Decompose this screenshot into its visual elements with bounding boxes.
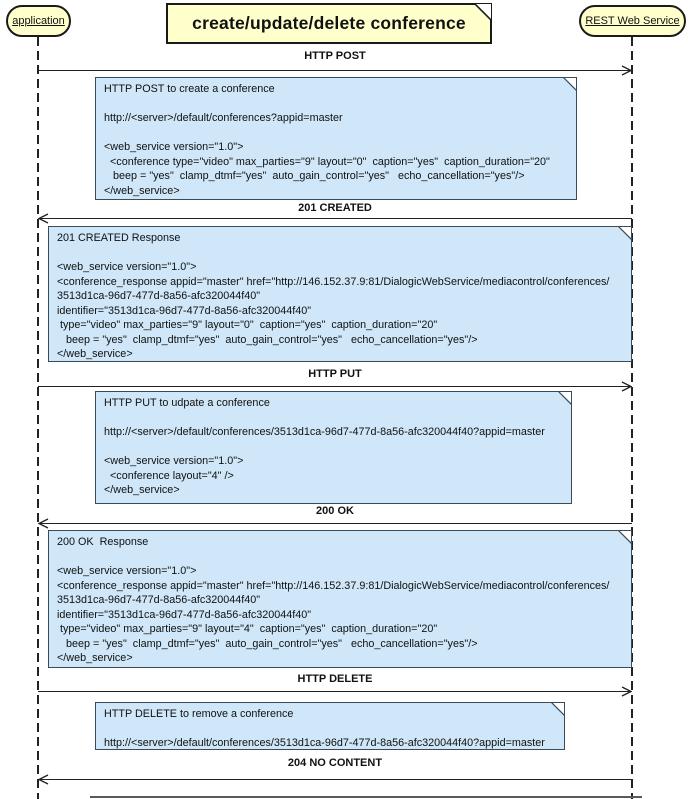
note-http-delete-text: HTTP DELETE to remove a conference http:… <box>104 708 545 749</box>
actor-application: application <box>6 5 71 37</box>
message-arrow-200-ok <box>40 523 632 525</box>
arrowhead-right-icon <box>621 381 632 392</box>
message-arrow-http-put <box>38 386 630 388</box>
message-label-200-ok: 200 OK <box>316 505 354 517</box>
lifeline-rest-web-service <box>631 37 633 799</box>
note-fold-icon <box>618 531 631 544</box>
message-arrow-http-post <box>38 70 630 72</box>
note-fold-icon <box>563 78 576 91</box>
arrowhead-left-icon <box>38 774 49 785</box>
note-http-post-text: HTTP POST to create a conference http://… <box>104 83 550 197</box>
note-http-delete: HTTP DELETE to remove a conference http:… <box>95 702 565 750</box>
diagram-title-note: create/update/delete conference <box>166 3 492 44</box>
lifeline-application <box>37 37 39 799</box>
arrowhead-right-icon <box>621 65 632 76</box>
arrowhead-left-icon <box>38 213 49 224</box>
arrowhead-right-icon <box>621 686 632 697</box>
arrowhead-left-icon <box>38 518 49 529</box>
note-fold-icon <box>618 227 631 240</box>
note-201-created-response: 201 CREATED Response <web_service versio… <box>48 226 632 362</box>
cutoff-line <box>90 796 642 798</box>
note-http-put: HTTP PUT to udpate a conference http://<… <box>95 391 572 504</box>
message-label-http-put: HTTP PUT <box>308 368 362 380</box>
message-label-http-post: HTTP POST <box>304 50 366 62</box>
actor-application-label: application <box>12 15 65 27</box>
message-arrow-204-no-content <box>40 779 632 781</box>
actor-rest-web-service-label: REST Web Service <box>585 15 680 27</box>
note-http-post: HTTP POST to create a conference http://… <box>95 77 577 200</box>
message-arrow-http-delete <box>38 691 630 693</box>
message-label-http-delete: HTTP DELETE <box>297 673 373 685</box>
actor-rest-web-service: REST Web Service <box>579 5 686 37</box>
message-label-204-no-content: 204 NO CONTENT <box>287 757 383 769</box>
note-fold-icon <box>558 392 571 405</box>
message-arrow-201-created <box>40 218 632 220</box>
diagram-title: create/update/delete conference <box>192 13 466 33</box>
note-200-ok-response-text: 200 OK Response <web_service version="1.… <box>57 536 610 664</box>
note-fold-icon <box>475 4 491 20</box>
note-200-ok-response: 200 OK Response <web_service version="1.… <box>48 530 632 668</box>
note-http-put-text: HTTP PUT to udpate a conference http://<… <box>104 397 545 496</box>
note-201-created-response-text: 201 CREATED Response <web_service versio… <box>57 232 610 360</box>
message-label-201-created: 201 CREATED <box>298 202 372 214</box>
note-fold-icon <box>551 703 564 716</box>
